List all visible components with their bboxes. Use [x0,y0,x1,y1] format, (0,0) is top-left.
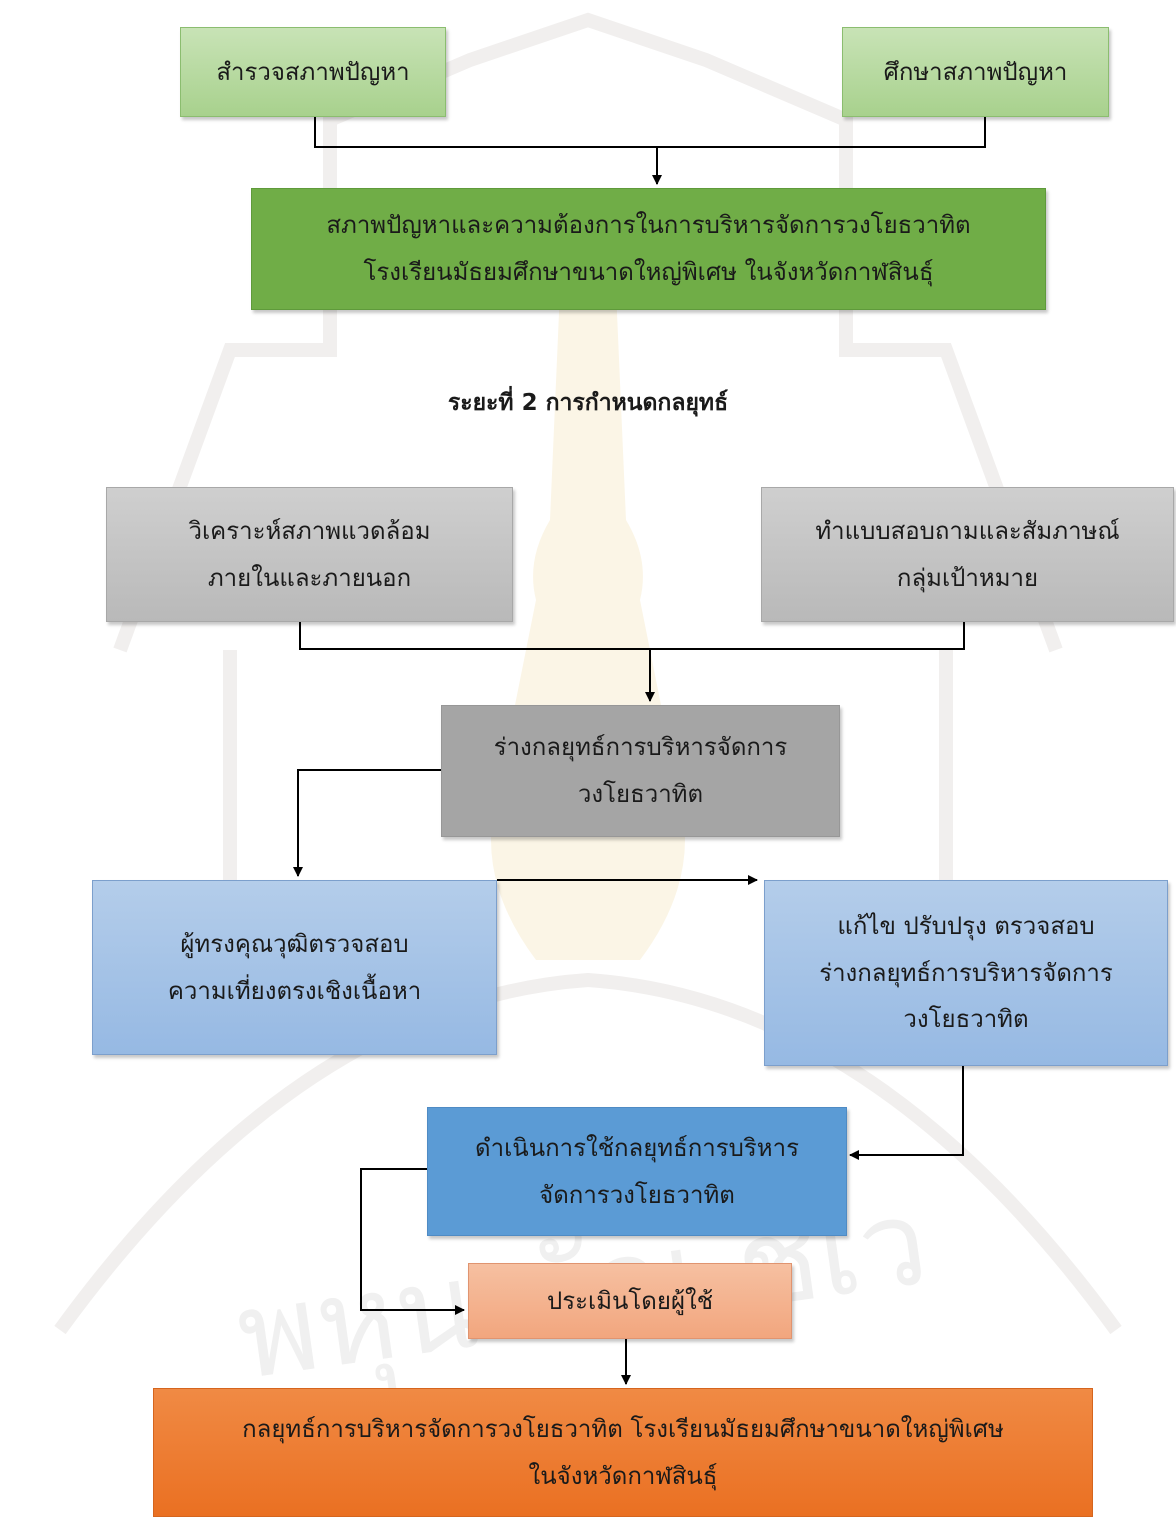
study-problems-box: ศึกษาสภาพปัญหา [842,27,1109,117]
environment-analysis-line-2: ภายในและภายนอก [207,563,412,592]
questionnaire-interview-line-2: กลุ่มเป้าหมาย [896,563,1039,592]
implement-strategy-box: ดำเนินการใช้กลยุทธ์การบริหาร จัดการวงโยธ… [427,1107,847,1236]
questionnaire-interview-line-1: ทำแบบสอบถามและสัมภาษณ์ [815,516,1120,545]
implement-strategy-line-1: ดำเนินการใช้กลยุทธ์การบริหาร [475,1133,799,1162]
questionnaire-interview-box: ทำแบบสอบถามและสัมภาษณ์ กลุ่มเป้าหมาย [761,487,1174,622]
experts-validate-line-2: ความเที่ยงตรงเชิงเนื้อหา [167,976,422,1005]
study-problems-label: ศึกษาสภาพปัญหา [883,57,1068,86]
experts-validate-line-1: ผู้ทรงคุณวุฒิตรวจสอบ [180,929,409,958]
revise-check-line-1: แก้ไข ปรับปรุง ตรวจสอบ [837,911,1095,940]
arrow-draft-to-experts [293,769,441,877]
environment-analysis-box: วิเคราะห์สภาพแวดล้อม ภายในและภายนอก [106,487,513,622]
revise-check-line-2: ร่างกลยุทธ์การบริหารจัดการ [819,958,1113,987]
revise-check-box: แก้ไข ปรับปรุง ตรวจสอบ ร่างกลยุทธ์การบริ… [764,880,1168,1066]
final-strategy-line-2: ในจังหวัดกาฬสินธุ์ [528,1461,718,1490]
final-strategy-line-1: กลยุทธ์การบริหารจัดการวงโยธวาทิต โรงเรีย… [242,1414,1004,1443]
draft-strategy-line-1: ร่างกลยุทธ์การบริหารจัดการ [493,733,788,762]
phase2-heading: ระยะที่ 2 การกำหนดกลยุทธ์ [447,390,729,416]
connector-phase2-join [299,622,965,650]
environment-analysis-line-1: วิเคราะห์สภาพแวดล้อม [188,516,431,545]
connector-phase1-join [314,117,986,148]
arrow-revise-to-implement [849,1066,964,1160]
problems-needs-line-2: โรงเรียนมัธยมศึกษาขนาดใหญ่พิเศษ ในจังหวั… [363,258,934,286]
problems-needs-line-1: สภาพปัญหาและความต้องการในการบริหารจัดการ… [326,211,971,240]
experts-validate-box: ผู้ทรงคุณวุฒิตรวจสอบ ความเที่ยงตรงเชิงเน… [92,880,497,1055]
survey-problems-box: สำรวจสภาพปัญหา [180,27,446,117]
user-evaluation-label: ประเมินโดยผู้ใช้ [546,1286,714,1315]
revise-check-line-3: วงโยธวาทิต [903,1005,1029,1034]
problems-needs-box: สภาพปัญหาและความต้องการในการบริหารจัดการ… [251,188,1046,310]
implement-strategy-line-2: จัดการวงโยธวาทิต [539,1180,735,1209]
draft-strategy-box: ร่างกลยุทธ์การบริหารจัดการ วงโยธวาทิต [441,705,840,837]
user-evaluation-box: ประเมินโดยผู้ใช้ [468,1263,792,1339]
draft-strategy-line-2: วงโยธวาทิต [577,780,704,808]
final-strategy-box: กลยุทธ์การบริหารจัดการวงโยธวาทิต โรงเรีย… [153,1388,1093,1517]
survey-problems-label: สำรวจสภาพปัญหา [216,57,410,86]
